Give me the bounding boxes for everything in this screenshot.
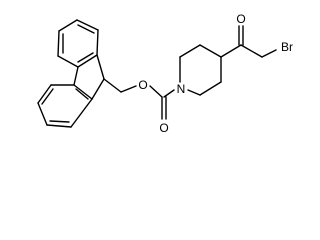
carbamate-linker xyxy=(103,78,175,120)
fluorene-five-ring xyxy=(73,54,105,100)
bromoacetyl-group xyxy=(220,25,277,58)
structure-canvas: O O N O Br xyxy=(37,12,293,135)
fluorene-upper-ring xyxy=(57,19,99,68)
bromine-label: Br xyxy=(281,40,293,54)
nitrogen-label: N xyxy=(177,82,186,96)
piperidine-ring xyxy=(179,44,222,96)
ester-oxygen-label: O xyxy=(138,78,147,92)
carbonyl-oxygen-label: O xyxy=(159,121,168,135)
ketone-oxygen-label: O xyxy=(236,12,245,26)
fluorene-lower-ring xyxy=(37,84,93,128)
molecule-diagram: O O N O Br xyxy=(37,12,293,135)
